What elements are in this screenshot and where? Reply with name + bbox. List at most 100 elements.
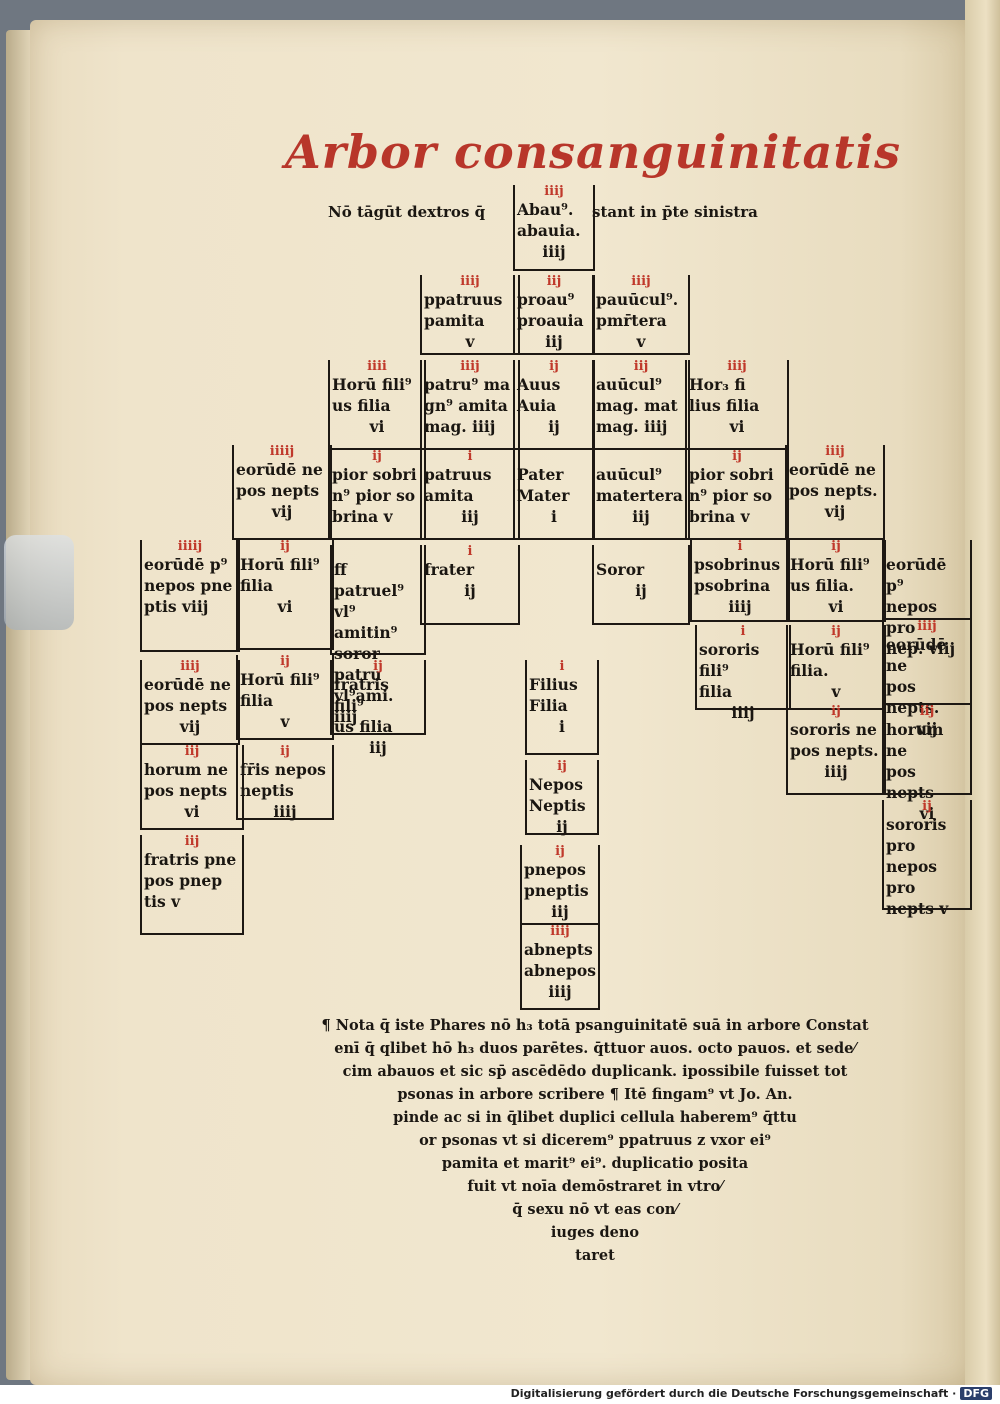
page-clip bbox=[4, 535, 74, 630]
cell-degree-rubric: iiij bbox=[460, 359, 480, 374]
cell-degree: i bbox=[551, 507, 557, 526]
cell-degree-rubric: ij bbox=[280, 539, 290, 554]
cell-degree-rubric bbox=[515, 450, 593, 464]
cell-degree-rubric: ij bbox=[280, 654, 290, 669]
cell-degree: v bbox=[465, 332, 475, 351]
cell-degree-rubric bbox=[594, 450, 688, 464]
note-line: ¶ Nota q̄ iste Phares nō h₃ totā psangui… bbox=[321, 1017, 869, 1034]
footer-bar bbox=[0, 1385, 1000, 1404]
cell-degree: i bbox=[559, 717, 565, 736]
book-left-edge bbox=[6, 30, 34, 1380]
cell-degree: iij bbox=[369, 738, 387, 757]
credit-line: Digitalisierung gefördert durch die Deut… bbox=[511, 1387, 992, 1400]
cell-degree-rubric: i bbox=[740, 624, 746, 639]
cell-relation-text: Soror bbox=[596, 560, 645, 579]
cell-degree: vi bbox=[729, 417, 745, 436]
cell-relation-text: eorūdē p⁹ nepos pro nep. viij bbox=[886, 555, 956, 658]
cell-degree-rubric: i bbox=[737, 539, 743, 554]
cell-relation-text: horum ne pos nepts bbox=[886, 720, 944, 802]
credit-text: Digitalisierung gefördert durch die Deut… bbox=[510, 1387, 957, 1400]
cell-degree-rubric: ij bbox=[831, 539, 841, 554]
cell-degree: vi bbox=[828, 597, 844, 616]
subtitle-right: stant in p̄te sinistra bbox=[592, 203, 758, 221]
cell-relation-text: pior sobri n⁹ pior so brina v bbox=[689, 465, 774, 526]
note-line: enī q̄ qlibet hō h₃ duos parētes. q̄ttuo… bbox=[334, 1040, 856, 1057]
cell-degree: ij bbox=[556, 817, 568, 836]
note-line: pinde ac si in q̄libet duplici cellula h… bbox=[393, 1109, 797, 1126]
cell-degree: v bbox=[280, 712, 290, 731]
cell-degree-rubric: i bbox=[559, 659, 565, 674]
cell-relation-text: abnepts abnepos bbox=[524, 940, 596, 980]
cell-relation-text: Abau⁹. abauia. bbox=[517, 200, 581, 240]
cell-degree-rubric: iiij bbox=[825, 444, 845, 459]
cell-degree-rubric: ij bbox=[557, 759, 567, 774]
cell-relation-text: frater bbox=[424, 560, 475, 579]
cell-relation-text: fr̄is nepos neptis bbox=[240, 760, 326, 800]
cell-degree: v bbox=[636, 332, 646, 351]
cell-degree: v bbox=[831, 682, 841, 701]
cell-degree-rubric bbox=[594, 545, 688, 559]
cell-degree-rubric: iiij bbox=[180, 659, 200, 674]
cell-degree-rubric: iiij bbox=[727, 359, 747, 374]
note-line: pamita et marit⁹ ei⁹. duplicatio posita bbox=[441, 1155, 749, 1172]
cell-relation-text: sororis ne pos nepts. bbox=[790, 720, 879, 760]
cell-relation-text: eorūdē ne pos nepts. bbox=[789, 460, 878, 500]
cell-degree-rubric: iiij bbox=[917, 619, 937, 634]
cell-relation-text: Horū fili⁹ filia. bbox=[790, 640, 870, 680]
note-line: fuit vt noīa demōstraret in vtro⁄ bbox=[467, 1178, 723, 1195]
cell-degree-rubric: iiiij bbox=[177, 539, 203, 554]
cell-relation-text: Pater Mater bbox=[517, 465, 570, 505]
cell-degree-rubric: iij bbox=[546, 274, 562, 289]
cell-degree: ij bbox=[548, 417, 560, 436]
cell-degree-rubric: iiij bbox=[460, 274, 480, 289]
cell-degree-rubric bbox=[332, 545, 424, 559]
cell-degree-rubric: ij bbox=[280, 744, 290, 759]
note-line: or psonas vt si dicerem⁹ ppatruus z vxor… bbox=[419, 1132, 771, 1149]
cell-degree-rubric: iij bbox=[184, 834, 200, 849]
cell-degree-rubric: iiij bbox=[550, 924, 570, 939]
cell-relation-text: horum ne pos nepts bbox=[144, 760, 228, 800]
cell-degree-rubric: ij bbox=[831, 704, 841, 719]
cell-degree: iiij bbox=[731, 703, 755, 722]
cell-degree-rubric bbox=[884, 540, 970, 554]
page-title: Arbor consanguinitatis bbox=[285, 125, 901, 179]
note-line: cim abauos et sic sp̄ ascēdēdo duplicank… bbox=[342, 1063, 848, 1080]
cell-degree: iiij bbox=[273, 802, 297, 821]
cell-relation-text: eorūdē ne pos nepts bbox=[236, 460, 323, 500]
cell-degree-rubric: iiij bbox=[631, 274, 651, 289]
cell-degree: iiij bbox=[542, 242, 566, 261]
cell-degree: iij bbox=[461, 507, 479, 526]
cell-relation-text: auūcul⁹ mag. mat mag. iiij bbox=[596, 375, 678, 436]
cell-relation-text: pnepos pneptis bbox=[524, 860, 589, 900]
cell-degree: iiij bbox=[548, 982, 572, 1001]
cell-relation-text: fratris pne pos pnep tis v bbox=[144, 850, 237, 911]
cell-degree: iiij bbox=[728, 597, 752, 616]
note-line: iuges deno bbox=[550, 1224, 640, 1241]
cell-relation-text: patru⁹ ma gn⁹ amita mag. iiij bbox=[424, 375, 511, 436]
cell-relation-text: psobrinus psobrina bbox=[694, 555, 781, 595]
cell-relation-text: patruus amita bbox=[424, 465, 492, 505]
cell-relation-text: sororis pro nepos pro nepts v bbox=[886, 815, 949, 918]
